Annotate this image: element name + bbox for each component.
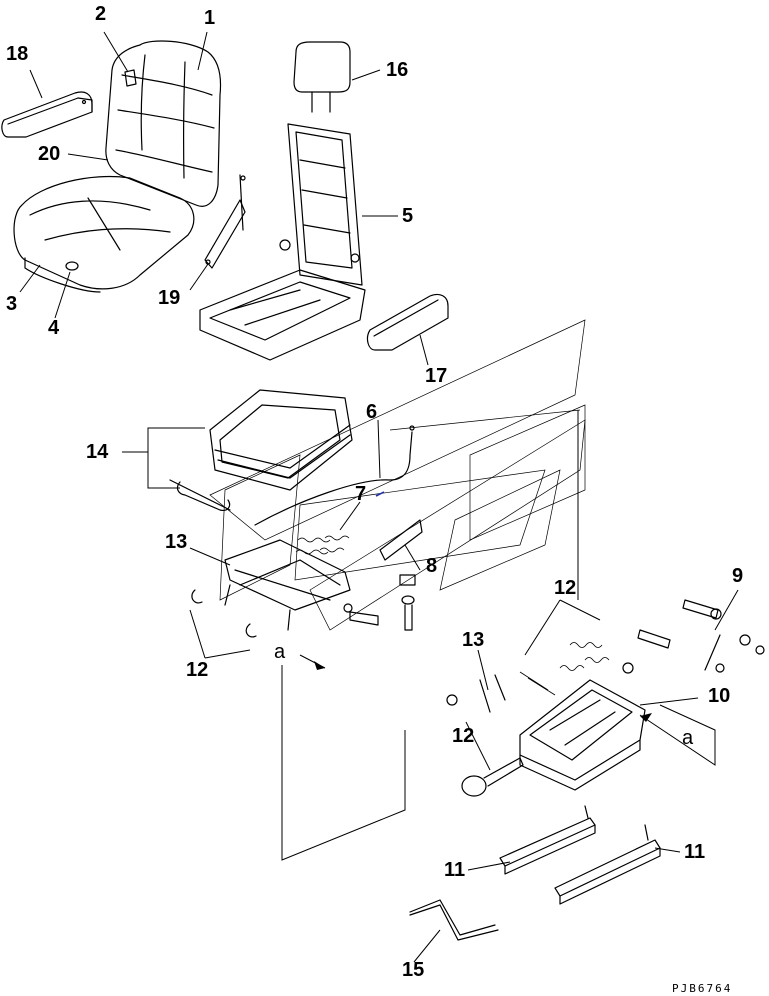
- scissor-linkage: [191, 539, 351, 638]
- seat-bottom-cushion: [13, 175, 195, 293]
- slide-rail-left: [499, 805, 596, 875]
- reference-lines: [281, 654, 716, 861]
- cable-marker: [375, 491, 385, 497]
- leader-lines: [19, 31, 739, 963]
- part-labels: 1 2 18 20 3 4 19 16 5 17 6 14 7 13 8 12 …: [6, 3, 743, 995]
- watermark-logo: [209, 319, 586, 631]
- part-label-6: 6: [366, 401, 377, 423]
- part-label-8: 8: [426, 555, 437, 577]
- part-label-15: 13: [165, 531, 187, 553]
- arrow-a-right: [640, 713, 652, 722]
- ref-mark-a-left: a: [274, 641, 286, 663]
- seat-wire: [409, 899, 499, 941]
- part-label-11-left: 11: [444, 859, 465, 881]
- part-label-20: 18: [6, 43, 28, 65]
- armrest-bracket: [204, 174, 246, 269]
- part-label-17: 15: [402, 959, 424, 981]
- part-label-10: 10: [708, 685, 730, 707]
- slide-rail-right: [554, 824, 661, 905]
- small-bolts: [446, 674, 506, 713]
- suspension-bellows: [169, 389, 353, 511]
- ref-mark-a-right: a: [682, 727, 694, 749]
- part-label-18: 16: [386, 59, 408, 81]
- part-label-22: 20: [38, 143, 60, 165]
- seat-frame: [199, 123, 366, 361]
- part-label-9: 9: [732, 565, 743, 587]
- part-label-5: 5: [402, 205, 413, 227]
- part-label-13: 13: [462, 629, 484, 651]
- part-label-7: 7: [355, 483, 366, 505]
- seat-back-cushion: [105, 40, 222, 207]
- part-label-3: 3: [6, 293, 17, 315]
- part-label-12-lower: 12: [452, 725, 474, 747]
- seat-label-tag: [124, 69, 137, 87]
- arrow-a-left: [314, 661, 325, 670]
- right-armrest: [366, 293, 449, 351]
- part-label-21: 19: [158, 287, 180, 309]
- left-armrest: [1, 91, 93, 138]
- control-cable: [254, 425, 415, 526]
- suspension-springs: [519, 642, 610, 696]
- part-label-19: 17: [425, 365, 447, 387]
- part-label-12-upper: 12: [554, 577, 576, 599]
- part-label-2: 2: [95, 3, 106, 25]
- part-label-4: 4: [48, 317, 60, 339]
- part-label-16: 14: [86, 441, 109, 463]
- suspension-base: [519, 679, 646, 791]
- drawing-code: PJB6764: [672, 982, 732, 995]
- part-label-11-right: 11: [684, 841, 705, 863]
- mount-bracket: [343, 519, 423, 631]
- bolts-and-nuts: [622, 599, 765, 674]
- part-label-14: 12: [186, 659, 208, 681]
- height-adjust-knob: [461, 757, 524, 797]
- headrest: [293, 41, 351, 113]
- part-label-1: 1: [204, 7, 215, 29]
